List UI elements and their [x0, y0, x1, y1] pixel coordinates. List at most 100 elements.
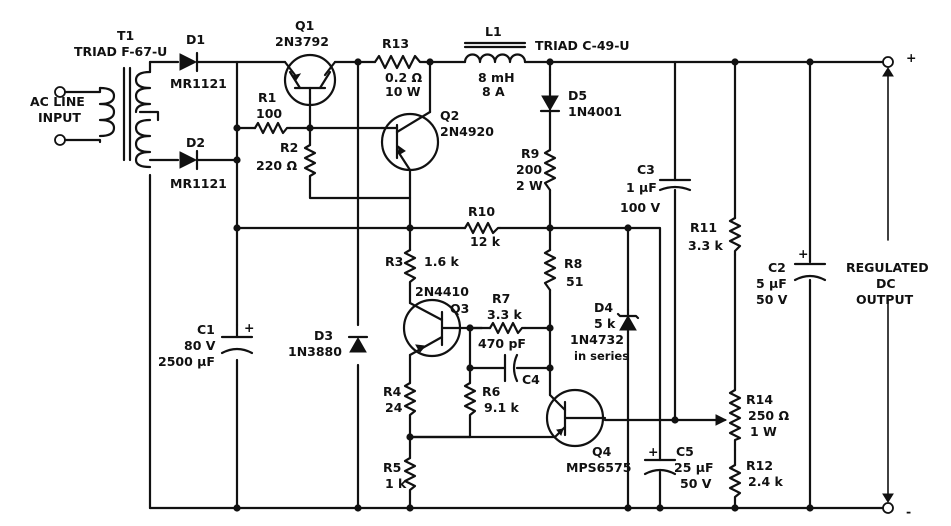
- transistor-q4: [545, 388, 607, 448]
- output-label-1: REGULATED: [846, 260, 929, 275]
- l1-part: TRIAD C-49-U: [535, 38, 630, 53]
- transistor-q1: [283, 53, 337, 107]
- diode-d5: [539, 73, 561, 113]
- zener-d4: [616, 308, 640, 347]
- c4-ref: C4: [522, 372, 540, 387]
- q1-part: 2N3792: [275, 34, 329, 49]
- capacitor-c1: [220, 323, 254, 355]
- inductor-l1: [463, 41, 527, 64]
- r9-rating: 2 W: [516, 178, 543, 193]
- potentiometer-r14: [715, 388, 742, 452]
- r1-ref: R1: [258, 90, 276, 105]
- r4-ref: R4: [383, 384, 402, 399]
- output-plus: +: [906, 50, 916, 65]
- t1-part: TRIAD F-67-U: [74, 44, 167, 59]
- ac-input-terminals: [54, 86, 102, 146]
- r2-ref: R2: [280, 140, 298, 155]
- t1-ref: T1: [117, 28, 134, 43]
- c3-ref: C3: [637, 162, 655, 177]
- r13-value: 0.2 Ω: [385, 70, 422, 85]
- resistor-r13: [373, 54, 427, 70]
- d3-ref: D3: [314, 328, 333, 343]
- transistor-q2: [380, 110, 440, 172]
- r7-ref: R7: [492, 291, 510, 306]
- r6-value: 9.1 k: [484, 400, 519, 415]
- r1-value: 100: [256, 106, 282, 121]
- r3-ref: R3: [385, 254, 403, 269]
- resistor-r5: [403, 456, 417, 494]
- c5-plus: +: [648, 444, 658, 459]
- r13-rating: 10 W: [385, 84, 421, 99]
- r14-value: 250 Ω: [748, 408, 789, 423]
- l1-ref: L1: [485, 24, 502, 39]
- c5-value: 25 μF: [674, 460, 713, 475]
- resistor-r12: [728, 463, 742, 502]
- c3-rating: 100 V: [620, 200, 660, 215]
- c1-ref: C1: [197, 322, 215, 337]
- q2-ref: Q2: [440, 108, 459, 123]
- output-label-2: DC: [876, 276, 896, 291]
- c1-value: 2500 μF: [158, 354, 215, 369]
- c1-rating: 80 V: [184, 338, 216, 353]
- r5-ref: R5: [383, 460, 401, 475]
- q2-part: 2N4920: [440, 124, 494, 139]
- c3-value: 1 μF: [626, 180, 657, 195]
- capacitor-c3: [658, 178, 692, 192]
- q1-ref: Q1: [295, 18, 314, 33]
- d4-note: in series: [574, 349, 629, 363]
- ac-input-label-2: INPUT: [38, 110, 81, 125]
- r8-ref: R8: [564, 256, 582, 271]
- r6-ref: R6: [482, 384, 501, 399]
- d2-part: MR1121: [170, 176, 227, 191]
- c2-plus: +: [798, 246, 808, 261]
- resistor-r6: [463, 381, 477, 420]
- r12-value: 2.4 k: [748, 474, 783, 489]
- junction-dots: [233, 58, 814, 512]
- output-minus: -: [906, 504, 911, 519]
- d5-ref: D5: [568, 88, 587, 103]
- c2-ref: C2: [768, 260, 786, 275]
- r13-ref: R13: [382, 36, 409, 51]
- c5-rating: 50 V: [680, 476, 712, 491]
- c2-rating: 50 V: [756, 292, 788, 307]
- c1-plus: +: [244, 320, 254, 335]
- resistor-r9: [543, 148, 557, 192]
- diode-d3: [347, 335, 369, 353]
- transformer-t1: [98, 66, 152, 169]
- r9-ref: R9: [521, 146, 539, 161]
- d5-part: 1N4001: [568, 104, 622, 119]
- r14-ref: R14: [746, 392, 773, 407]
- r9-value: 200: [516, 162, 542, 177]
- r8-value: 51: [566, 274, 583, 289]
- q4-ref: Q4: [592, 444, 612, 459]
- r14-rating: 1 W: [750, 424, 777, 439]
- d3-part: 1N3880: [288, 344, 342, 359]
- transistor-q3: [402, 298, 472, 358]
- r11-value: 3.3 k: [688, 238, 723, 253]
- capacitor-c4: [503, 353, 519, 383]
- resistor-r1: [253, 121, 292, 135]
- d2-ref: D2: [186, 135, 205, 150]
- c5-ref: C5: [676, 444, 694, 459]
- diode-d2: [179, 149, 199, 171]
- r10-ref: R10: [468, 204, 495, 219]
- wiring: [138, 60, 889, 510]
- r12-ref: R12: [746, 458, 773, 473]
- capacitor-c2: [793, 262, 827, 282]
- l1-value: 8 mH: [478, 70, 515, 85]
- d4-value: 5 k: [594, 316, 616, 331]
- resistor-r2: [303, 143, 317, 182]
- resistor-r8: [543, 248, 557, 292]
- ac-input-label-1: AC LINE: [30, 94, 85, 109]
- resistor-r3: [403, 248, 417, 287]
- d1-part: MR1121: [170, 76, 227, 91]
- resistor-r4: [403, 381, 417, 420]
- r10-value: 12 k: [470, 234, 501, 249]
- r5-value: 1 k: [385, 476, 407, 491]
- output-terminals: [882, 56, 894, 514]
- resistor-r7: [488, 321, 527, 335]
- q3-part: 2N4410: [415, 284, 469, 299]
- capacitor-c5: [643, 458, 677, 476]
- q3-ref: Q3: [450, 301, 469, 316]
